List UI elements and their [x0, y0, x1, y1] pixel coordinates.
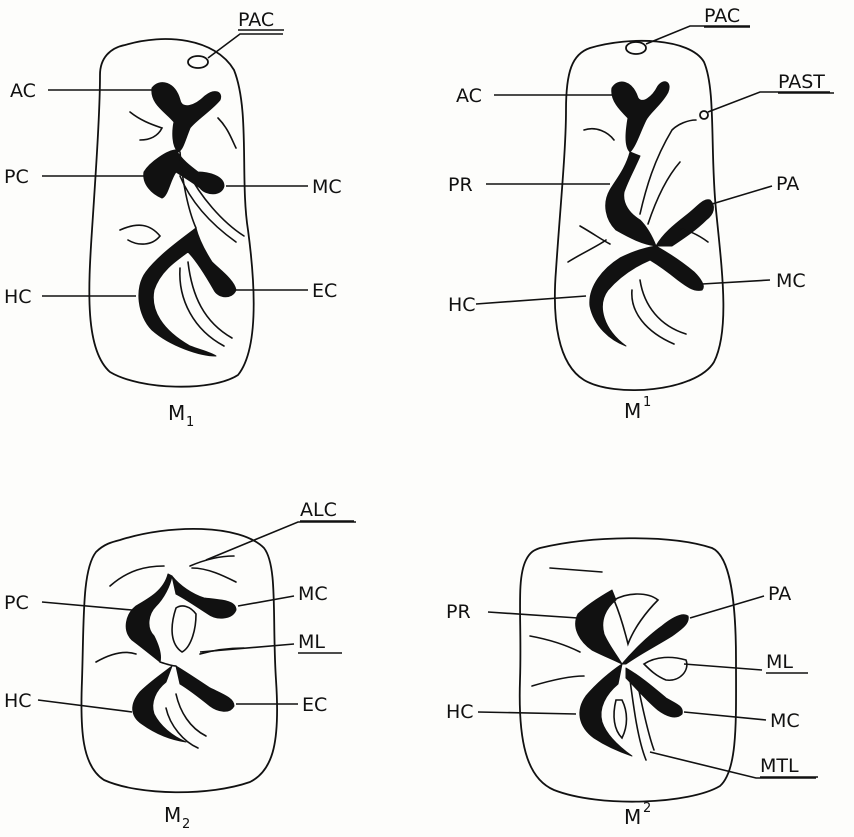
label-hc: HC: [446, 701, 474, 723]
leader-pa: [712, 186, 772, 204]
enamel-line: [192, 568, 236, 582]
enamel-line: [218, 118, 236, 148]
protoconid-fold: [144, 150, 224, 198]
enamel-line: [120, 225, 160, 244]
label-alc: ALC: [300, 499, 337, 521]
protoconid-fold: [126, 574, 172, 662]
leader-ml: [684, 664, 762, 670]
panel-m2: ALC PC MC ML HC EC M 2: [4, 499, 356, 832]
median-groove: [160, 662, 176, 666]
caption-m1: M: [168, 401, 185, 425]
anterocone-fold: [612, 82, 669, 152]
label-ec: EC: [302, 694, 327, 716]
label-ac: AC: [456, 85, 482, 107]
metaconid-fold: [172, 576, 236, 618]
caption-m1-upper-sup: 1: [643, 395, 651, 410]
enamel-line: [632, 290, 674, 344]
enamel-line: [584, 129, 614, 140]
leader-alc: [206, 522, 356, 560]
caption-m1-sub: 1: [186, 415, 194, 430]
hypoconid-fold: [139, 228, 236, 356]
paracone-fold: [622, 615, 688, 664]
short-line: [550, 568, 602, 572]
leader-pr: [488, 612, 578, 618]
label-mc: MC: [312, 176, 342, 198]
panel-m1-upper: PAC AC PAST PR PA HC MC M 1: [448, 5, 834, 423]
label-ml: ML: [766, 651, 793, 673]
panel-m2-upper: PR PA ML HC MC MTL M 2: [446, 538, 818, 829]
panel-m1: PAC AC PC MC HC EC M 1: [4, 9, 342, 430]
caption-m2-sub: 2: [182, 817, 190, 832]
label-pc: PC: [4, 166, 29, 188]
leader-hc: [478, 712, 576, 714]
enamel-line: [130, 112, 162, 140]
label-ec: EC: [312, 280, 337, 302]
leader-mc: [684, 712, 766, 720]
enamel-line: [172, 606, 196, 652]
leader-mc: [238, 596, 294, 606]
label-pc: PC: [4, 592, 29, 614]
label-mtl: MTL: [760, 755, 799, 777]
label-past: PAST: [778, 71, 825, 93]
enamel-line: [614, 700, 627, 738]
leader-hc: [476, 296, 586, 304]
label-hc: HC: [448, 294, 476, 316]
enamel-line: [110, 566, 164, 586]
entoconid-fold: [176, 666, 234, 711]
label-pr: PR: [446, 601, 471, 623]
enamel-line: [532, 676, 584, 686]
label-pac: PAC: [238, 9, 274, 31]
label-ac: AC: [10, 80, 36, 102]
hypocone-fold: [590, 246, 703, 346]
enamel-line: [530, 636, 580, 652]
leader-pa: [690, 596, 764, 618]
label-pa: PA: [776, 173, 799, 195]
label-mc: MC: [298, 583, 328, 605]
label-hc: HC: [4, 286, 32, 308]
enamel-line: [568, 240, 606, 262]
caption-m2-upper-sup: 2: [643, 801, 651, 816]
leader-pc: [42, 602, 132, 610]
enamel-line: [640, 120, 696, 214]
caption-m1-upper: M: [624, 399, 641, 423]
caption-m2-upper: M: [624, 805, 641, 829]
anteroconid-fold: [152, 83, 221, 152]
enamel-line: [96, 652, 136, 662]
leader-hc: [38, 700, 132, 712]
leader-ml: [200, 644, 294, 652]
past-pit: [700, 111, 708, 119]
enamel-line: [644, 657, 687, 680]
leader-past: [708, 92, 830, 112]
label-ml: ML: [298, 631, 325, 653]
protocone-fold: [606, 152, 656, 246]
label-pa: PA: [768, 583, 791, 605]
label-hc: HC: [4, 690, 32, 712]
caption-m2: M: [164, 803, 181, 827]
enamel-line: [176, 694, 206, 736]
enamel-line: [580, 226, 610, 244]
label-mc: MC: [770, 710, 800, 732]
tooth-outline: [81, 529, 277, 792]
label-pac: PAC: [704, 5, 740, 27]
leader-mc: [702, 280, 770, 284]
label-pr: PR: [448, 174, 473, 196]
hypocone-fold: [580, 664, 632, 756]
label-mc: MC: [776, 270, 806, 292]
pac-pit: [188, 56, 208, 68]
pac-pit: [626, 42, 646, 54]
